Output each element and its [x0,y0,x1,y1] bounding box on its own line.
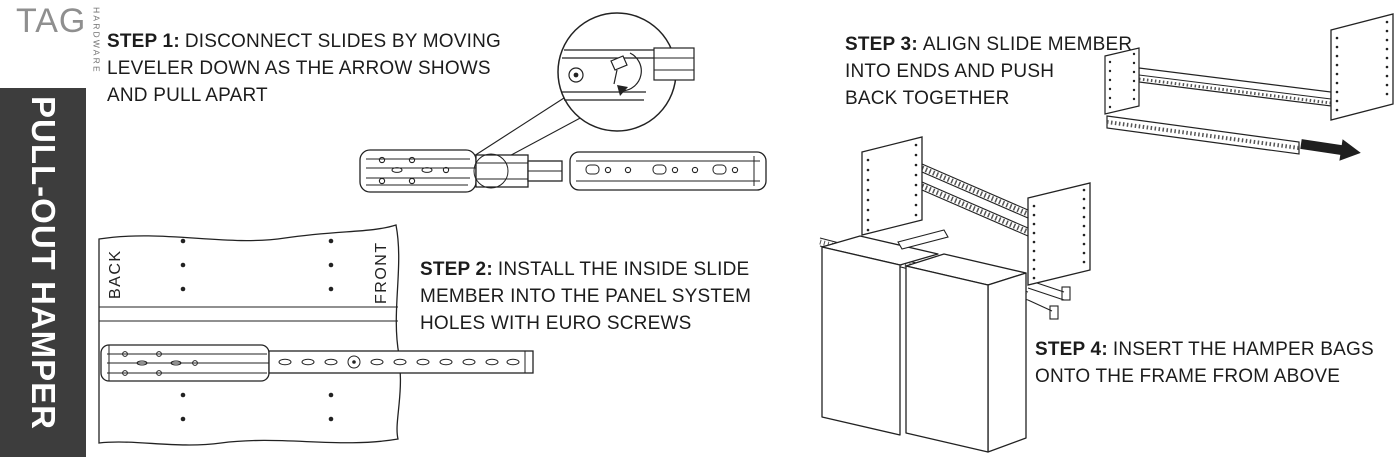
hamper-frame-rail [819,237,1029,301]
slide-member-end [653,47,695,81]
step-4-line-2: ONTO THE FRAME FROM ABOVE [1035,363,1390,390]
leveler-tab [610,55,628,71]
step-2-line-2: MEMBER INTO THE PANEL SYSTEM [420,283,780,310]
step-3-line-2: INTO ENDS AND PUSH [845,58,1155,85]
panel-groove [99,306,398,322]
step-1-label: STEP 1: [107,31,180,52]
hamper-bins [821,235,1027,453]
frame-tray [1138,67,1332,107]
panel-system-holes [180,238,334,422]
step-1-line-2: LEVELER DOWN AS THE ARROW SHOWS [107,55,547,82]
step-4-instructions: STEP 4:INSERT THE HAMPER BAGS ONTO THE F… [1035,336,1390,390]
step-2-line-1: STEP 2:INSTALL THE INSIDE SLIDE [420,256,780,283]
step-4-label: STEP 4: [1035,339,1108,360]
step-1-text: AND PULL APART [107,85,268,106]
step-2-line-3: HOLES WITH EURO SCREWS [420,310,780,337]
leveler-arrow-icon [621,52,642,92]
inside-slide-member [100,344,534,382]
slide-member [1106,115,1300,155]
product-title-bar: PULL-OUT HAMPER [0,88,86,457]
step-2-text: HOLES WITH EURO SCREWS [420,313,692,334]
brand-logo: TAG HARDWARE [16,2,101,74]
brand-name: TAG [16,2,87,40]
step-1-line-1: STEP 1:DISCONNECT SLIDES BY MOVING [107,28,547,55]
junction-highlight-circle [473,153,509,189]
step-1-line-3: AND PULL APART [107,82,547,109]
hamper-frame-illustration [819,136,1091,453]
step-4-text: INSERT THE HAMPER BAGS [1112,339,1374,360]
product-title: PULL-OUT HAMPER [25,96,62,430]
step-2-text: MEMBER INTO THE PANEL SYSTEM [420,286,752,307]
side-panel-left [861,136,923,236]
side-panel-right [1027,182,1091,286]
bin-divider-bracket [897,229,949,250]
step-4-text: ONTO THE FRAME FROM ABOVE [1035,366,1341,387]
step-3-instructions: STEP 3:ALIGN SLIDE MEMBER INTO ENDS AND … [845,31,1155,112]
step-3-text: INTO ENDS AND PUSH [845,61,1055,82]
panel-back-label: BACK [107,249,124,299]
slide-rails [921,163,1029,237]
panel-front-label: FRONT [373,241,390,304]
step-1-text: DISCONNECT SLIDES BY MOVING [184,31,502,52]
step-3-text: BACK TOGETHER [845,88,1010,109]
step-3-line-3: BACK TOGETHER [845,85,1155,112]
frame-hooks [1027,279,1071,320]
leveler-arrow-head [617,85,628,96]
step-3-text: ALIGN SLIDE MEMBER [922,34,1133,55]
slide-members-drawing [359,149,767,193]
step-4-line-1: STEP 4:INSERT THE HAMPER BAGS [1035,336,1390,363]
panel-outline [98,224,402,446]
step-1-text: LEVELER DOWN AS THE ARROW SHOWS [107,58,491,79]
step-3-line-1: STEP 3:ALIGN SLIDE MEMBER [845,31,1155,58]
euro-screw-target [347,355,361,369]
step-2-text: INSTALL THE INSIDE SLIDE [497,259,750,280]
step-1-instructions: STEP 1:DISCONNECT SLIDES BY MOVING LEVEL… [107,28,547,109]
detail-callout-circle [557,12,695,132]
push-direction-arrow-icon [1300,139,1361,161]
step-2-label: STEP 2: [420,259,493,280]
side-panel-right [1330,13,1394,121]
brand-tagline: HARDWARE [91,7,102,74]
step-3-label: STEP 3: [845,34,918,55]
step-2-instructions: STEP 2:INSTALL THE INSIDE SLIDE MEMBER I… [420,256,780,337]
